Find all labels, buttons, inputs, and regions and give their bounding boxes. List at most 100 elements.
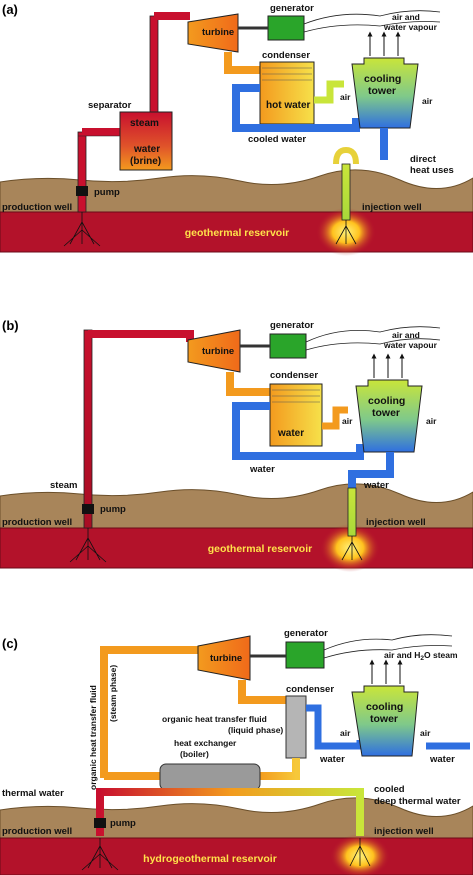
- panel-c-id: (c): [2, 636, 18, 651]
- exhaust-label-1-b: air and: [392, 330, 420, 340]
- roots-injection-a: [335, 220, 357, 245]
- separator-label-a: separator: [88, 100, 132, 111]
- exhaust-prefix-c: air and H: [384, 650, 420, 660]
- cooling-tower-b: [355, 379, 423, 453]
- heat-exchanger-label-2-c: (boiler): [180, 749, 209, 759]
- tower-label-1-b: cooling: [368, 395, 405, 407]
- panel-b-id: (b): [2, 318, 19, 333]
- exhaust-sub-c: 2: [420, 655, 424, 662]
- generator-c: [285, 641, 325, 669]
- cooling-tower-a: [351, 57, 419, 129]
- production-well-label-b: production well: [2, 517, 72, 528]
- direct-heat-label-1-a: direct: [410, 154, 437, 165]
- roots-injection-b: [341, 536, 363, 561]
- turbine-b: [187, 329, 241, 373]
- water-pipe-label-b: water: [249, 464, 275, 475]
- turbine-condenser-pipe-a: [224, 52, 260, 74]
- turbine-label-a: turbine: [202, 27, 234, 38]
- turbine-label-b: turbine: [202, 346, 234, 357]
- liquid-phase-label-2-c: (liquid phase): [228, 725, 283, 735]
- cooled-water-loop-a: [232, 84, 360, 132]
- generator-label-a: generator: [270, 3, 314, 14]
- tower-label-1-a: cooling: [364, 73, 401, 85]
- hot-water-to-tower-b: [322, 406, 348, 430]
- air-right-label-b: air: [426, 416, 437, 426]
- panel-c: (c) hydrogeothermal reservoir organic he…: [0, 628, 473, 875]
- water-loop-b: [232, 402, 364, 460]
- separator-a: [119, 111, 173, 171]
- production-well-label-c: production well: [2, 826, 72, 837]
- generator-a: [267, 15, 305, 41]
- panel-a-id: (a): [2, 2, 18, 17]
- production-pipe-a: [77, 131, 87, 213]
- cooled-water-label-a: cooled water: [248, 134, 306, 145]
- water-right-label-b: water: [363, 480, 389, 491]
- exhaust-label-2-a: water vapour: [383, 22, 438, 32]
- tower-to-injection-b: [348, 452, 394, 496]
- exhaust-label-1-a: air and: [392, 12, 420, 22]
- exhaust-label-2-b: water vapour: [383, 340, 438, 350]
- pump-c: [94, 818, 106, 828]
- cooling-tower-c: [351, 685, 419, 757]
- power-lines-b: [305, 326, 441, 351]
- exhaust-label-c: air and H2O steam: [384, 650, 458, 662]
- thermal-water-pipe-c: [96, 788, 364, 836]
- water-loop-c: [306, 704, 364, 750]
- air-right-label-c: air: [420, 728, 431, 738]
- cooled-label-2-c: deep thermal water: [374, 796, 461, 807]
- exhaust-suffix-c: O steam: [424, 650, 458, 660]
- steam-label-b: steam: [50, 480, 77, 491]
- roots-injection-c: [349, 838, 371, 867]
- injection-well-label-c: injection well: [374, 826, 434, 837]
- condenser-label-a: condenser: [262, 50, 310, 61]
- condenser-c: [285, 695, 307, 759]
- generator-b: [269, 333, 307, 359]
- hot-water-label-a: hot water: [266, 100, 311, 111]
- reservoir-a: [0, 211, 473, 253]
- heat-exchanger-c: [159, 763, 261, 791]
- water-label-2-c: water: [429, 754, 455, 765]
- organic-steam-pipe-c: [100, 646, 200, 778]
- air-left-label-a: air: [340, 92, 351, 102]
- tower-label-2-a: tower: [368, 85, 396, 97]
- reservoir-label-c: hydrogeothermal reservoir: [143, 853, 277, 865]
- water-box-label-b: water: [277, 428, 304, 439]
- brine-label-1-a: water: [133, 144, 160, 155]
- roots-production-a: [63, 212, 101, 247]
- tower-label-2-c: tower: [370, 713, 398, 725]
- roots-production-c: [81, 838, 119, 871]
- pump-b: [82, 504, 94, 514]
- heat-glow-b: [320, 524, 380, 572]
- turbine-label-c: turbine: [210, 653, 242, 664]
- vertical-label-1-c: organic heat transfer fluid: [88, 685, 98, 790]
- pump-label-b: pump: [100, 504, 126, 515]
- pump-a: [76, 186, 88, 196]
- panel-a: (a) geothermal reservoir separator steam…: [0, 2, 473, 256]
- liquid-phase-label-1-c: organic heat transfer fluid: [162, 714, 267, 724]
- air-left-label-c: air: [340, 728, 351, 738]
- condenser-label-b: condenser: [270, 370, 318, 381]
- generator-label-c: generator: [284, 628, 328, 639]
- injection-well-label-b: injection well: [366, 517, 426, 528]
- riser-a: [149, 15, 159, 113]
- turbine-condenser-pipe-b: [226, 372, 270, 396]
- generator-label-b: generator: [270, 320, 314, 331]
- water-label-1-c: water: [319, 754, 345, 765]
- injection-pipe-b: [347, 487, 357, 537]
- cooled-label-1-c: cooled: [374, 784, 405, 795]
- thermal-water-label-c: thermal water: [2, 788, 64, 799]
- reservoir-c: [0, 837, 473, 875]
- pump-label-a: pump: [94, 187, 120, 198]
- reservoir-label-b: geothermal reservoir: [208, 543, 312, 555]
- organic-liquid-pipe-c: [258, 758, 300, 780]
- power-lines-a: [303, 10, 441, 33]
- steam-pipe-b: [83, 329, 93, 529]
- condenser-b: [269, 383, 323, 447]
- heat-exchanger-label-1-c: heat exchanger: [174, 738, 237, 748]
- turbine-condenser-pipe-c: [238, 680, 290, 704]
- condenser-a: [259, 61, 315, 125]
- injection-well-label-a: injection well: [362, 202, 422, 213]
- vertical-label-2-c: (steam phase): [108, 665, 118, 722]
- reservoir-b: [0, 527, 473, 569]
- reservoir-label-a: geothermal reservoir: [185, 227, 289, 239]
